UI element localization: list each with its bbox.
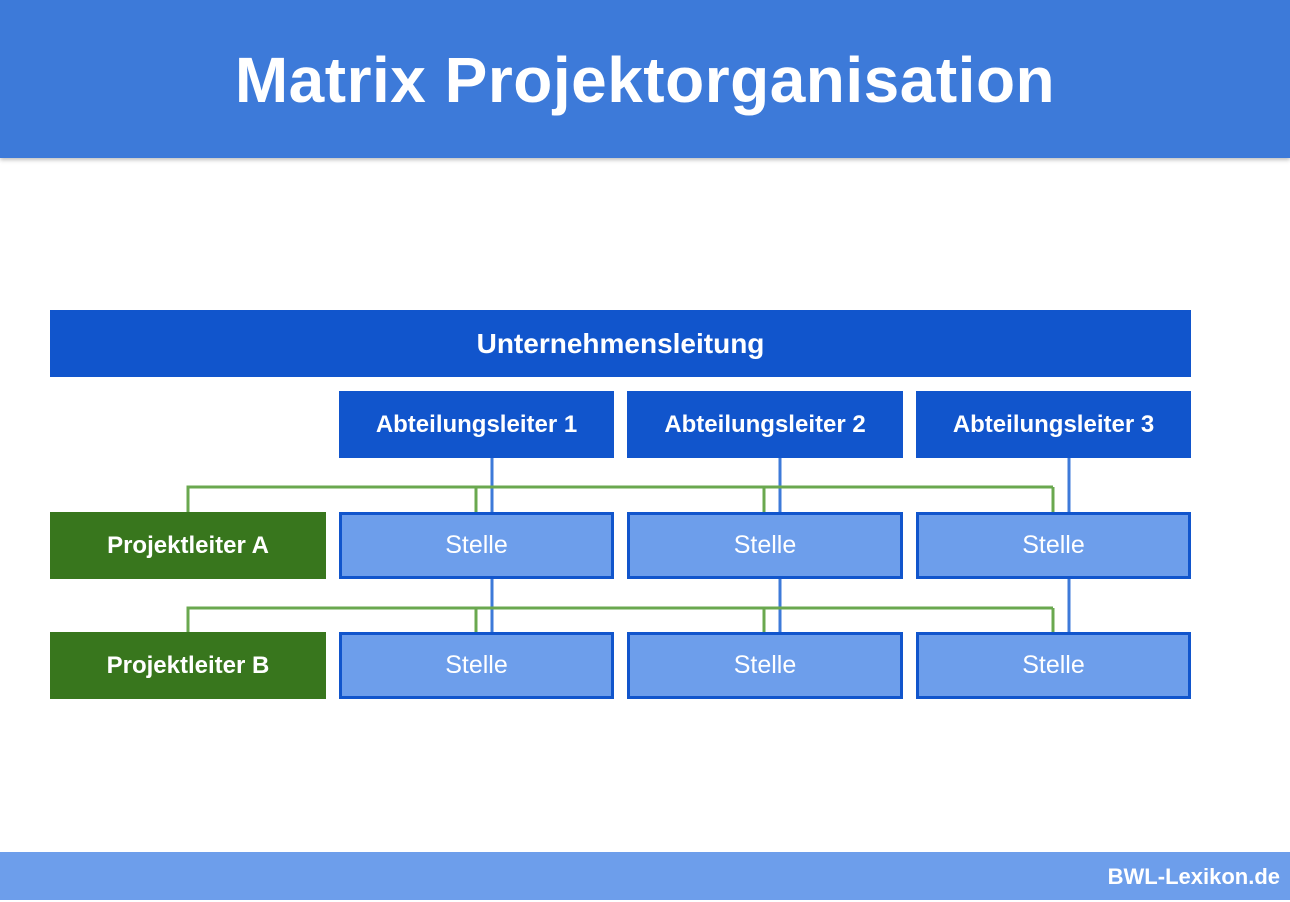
department-box-3: Abteilungsleiter 3 [916, 391, 1191, 458]
position-label: Stelle [733, 651, 797, 679]
project-lead-box-b: Projektleiter B [50, 632, 326, 699]
department-box-2: Abteilungsleiter 2 [627, 391, 903, 458]
project-lead-label: Projektleiter A [107, 531, 269, 559]
department-label: Abteilungsleiter 2 [664, 410, 866, 438]
position-cell-a2: Stelle [627, 512, 903, 579]
footer-bar: BWL-Lexikon.de [0, 852, 1290, 900]
project-lead-label: Projektleiter B [106, 651, 270, 679]
position-cell-b2: Stelle [627, 632, 903, 699]
position-cell-b1: Stelle [339, 632, 614, 699]
management-label: Unternehmensleitung [476, 327, 765, 359]
position-label: Stelle [1022, 651, 1085, 679]
position-label: Stelle [445, 531, 508, 559]
page-title: Matrix Projektorganisation [234, 44, 1056, 116]
department-label: Abteilungsleiter 1 [375, 410, 578, 438]
project-a-line [186, 485, 1053, 514]
position-label: Stelle [733, 531, 797, 559]
position-cell-a1: Stelle [339, 512, 614, 579]
department-box-1: Abteilungsleiter 1 [339, 391, 614, 458]
position-label: Stelle [445, 651, 508, 679]
header-bar: Matrix Projektorganisation [0, 0, 1290, 158]
position-label: Stelle [1022, 531, 1085, 559]
department-label: Abteilungsleiter 3 [952, 410, 1155, 438]
management-box: Unternehmensleitung [50, 310, 1191, 377]
position-cell-a3: Stelle [916, 512, 1191, 579]
brand-label: BWL-Lexikon.de [1107, 864, 1280, 889]
project-lead-box-a: Projektleiter A [50, 512, 326, 579]
position-cell-b3: Stelle [916, 632, 1191, 699]
project-b-line [186, 606, 1053, 634]
